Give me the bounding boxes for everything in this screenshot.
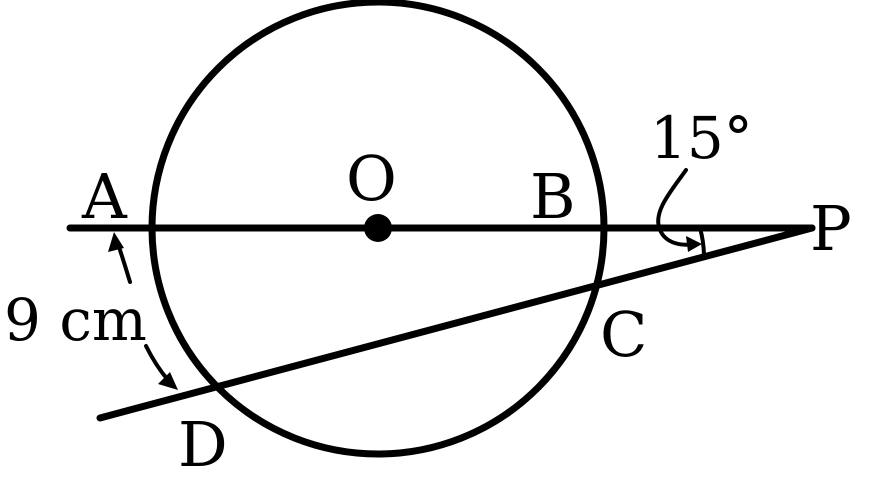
length-label: 9 cm — [4, 286, 147, 354]
label-o: O — [346, 142, 397, 215]
length-arrow-down — [144, 344, 170, 382]
label-c: C — [600, 298, 647, 371]
length-arrow-up — [116, 242, 132, 284]
angle-leader-arrowhead — [686, 236, 702, 252]
label-b: B — [530, 160, 576, 233]
length-arrow-up-head — [108, 232, 124, 252]
length-arrow-down-head — [158, 372, 178, 390]
label-a: A — [81, 160, 128, 233]
angle-label: 15° — [650, 104, 753, 172]
secant-pcd — [96, 224, 816, 422]
center-dot — [364, 214, 392, 242]
label-p: P — [810, 192, 852, 265]
angle-leader — [656, 168, 696, 247]
label-d: D — [178, 408, 228, 481]
angle-arc — [698, 226, 706, 257]
